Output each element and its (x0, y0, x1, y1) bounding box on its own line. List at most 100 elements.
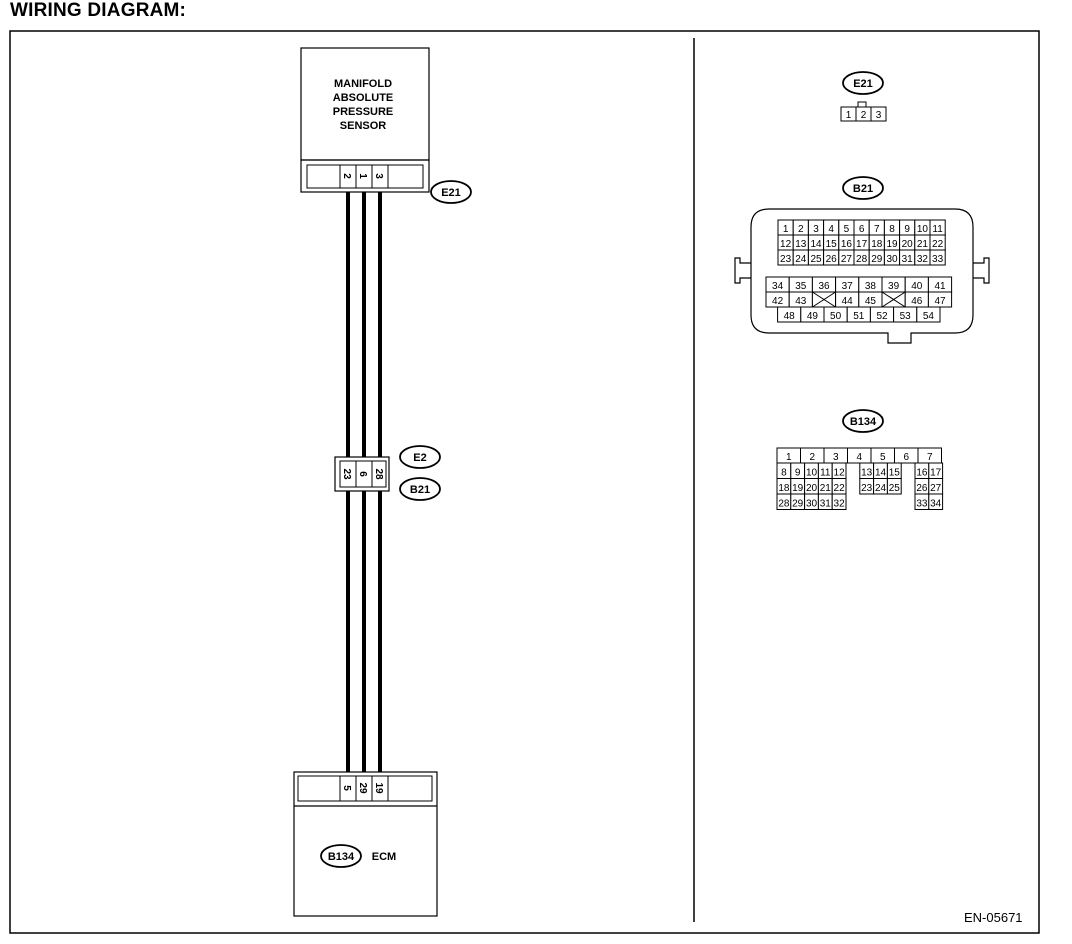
pin-number: 1 (786, 452, 792, 463)
pin-number: 28 (778, 499, 790, 510)
ecm-connector-label: B134 (328, 851, 355, 863)
joint-connector: 23 6 28 (334, 456, 390, 492)
blocked-cavity-mark (812, 291, 836, 308)
pin-number: 14 (875, 468, 887, 479)
pin-number: 37 (842, 281, 854, 292)
b21-pin-cell (929, 249, 946, 266)
pin-number: 48 (784, 311, 796, 322)
pin-number: 18 (778, 483, 790, 494)
pin-number: 15 (889, 468, 901, 479)
b134-view-label: B134 (850, 416, 877, 428)
e21-pin-cell (870, 106, 887, 122)
pin-number: 52 (876, 311, 888, 322)
pin-number: 14 (810, 239, 822, 250)
pin-number: 23 (861, 483, 873, 494)
pin-number: 22 (932, 239, 944, 250)
pin-number: 2 (798, 224, 804, 235)
pin-number: 23 (780, 254, 792, 265)
sensor-pin-1: 2 (341, 173, 352, 179)
pin-number: 9 (904, 224, 910, 235)
pin-number: 35 (795, 281, 807, 292)
ecm-label: ECM (372, 851, 396, 863)
pin-number: 13 (795, 239, 807, 250)
sensor-name-line-1: MANIFOLD (334, 78, 392, 90)
joint-pin-1: 23 (341, 468, 352, 480)
pin-number: 38 (865, 281, 877, 292)
pin-number: 12 (780, 239, 792, 250)
pin-number: 15 (826, 239, 838, 250)
pin-number: 31 (820, 499, 832, 510)
pin-number: 21 (820, 483, 832, 494)
ecm-pin-3: 19 (373, 782, 384, 794)
pin-number: 2 (809, 452, 815, 463)
pin-number: 21 (917, 239, 929, 250)
pin-number: 36 (818, 281, 830, 292)
pin-number: 17 (856, 239, 868, 250)
pin-number: 4 (828, 224, 834, 235)
pin-number: 7 (927, 452, 933, 463)
pin-number: 5 (880, 452, 886, 463)
pin-number: 41 (934, 281, 946, 292)
pin-number: 25 (889, 483, 901, 494)
pin-number: 29 (871, 254, 883, 265)
b21-view-label: B21 (853, 183, 873, 195)
pin-number: 31 (902, 254, 914, 265)
pin-number: 30 (886, 254, 898, 265)
pin-number: 13 (861, 468, 873, 479)
pin-number: 11 (932, 224, 943, 235)
sensor-pin-3: 3 (373, 173, 384, 179)
b134-pin-cell (928, 493, 944, 510)
pin-number: 1 (846, 110, 852, 121)
diagram-frame (9, 30, 1040, 934)
b21-pin-cell (916, 306, 941, 323)
pin-number: 2 (861, 110, 867, 121)
pin-number: 51 (853, 311, 865, 322)
pin-number: 5 (844, 224, 850, 235)
pin-number: 20 (806, 483, 818, 494)
b134-pin-cell (831, 493, 847, 510)
map-sensor: MANIFOLD ABSOLUTE PRESSURE SENSOR 2 1 3 (300, 47, 430, 193)
sensor-connector-label: E21 (441, 187, 461, 199)
pin-number: 33 (932, 254, 944, 265)
pin-number: 26 (916, 483, 928, 494)
pin-number: 30 (806, 499, 818, 510)
pin-number: 54 (923, 311, 935, 322)
pin-number: 16 (916, 468, 928, 479)
ecm-unit: 5 29 19 B134 ECM (293, 771, 438, 917)
pin-number: 7 (874, 224, 880, 235)
pin-number: 3 (813, 224, 819, 235)
pin-number: 1 (783, 224, 789, 235)
sensor-connector-tag: E21 (430, 180, 472, 204)
b134-pin-cell (886, 478, 902, 495)
pin-number: 44 (842, 296, 854, 307)
pin-number: 32 (917, 254, 929, 265)
joint-pin-3: 28 (373, 468, 384, 480)
pin-number: 11 (820, 468, 831, 479)
joint-pin-2: 6 (357, 471, 368, 477)
pin-number: 32 (834, 499, 846, 510)
pin-number: 12 (834, 468, 846, 479)
pin-number: 33 (916, 499, 928, 510)
pin-number: 10 (917, 224, 929, 235)
pin-number: 27 (841, 254, 853, 265)
pin-number: 42 (772, 296, 784, 307)
pin-number: 3 (833, 452, 839, 463)
pin-number: 8 (889, 224, 895, 235)
pin-number: 28 (856, 254, 868, 265)
pin-number: 39 (888, 281, 900, 292)
pin-number: 47 (934, 296, 946, 307)
svg-text:E2: E2 (413, 452, 426, 464)
pin-number: 26 (826, 254, 838, 265)
pin-number: 4 (856, 452, 862, 463)
sensor-name-line-4: SENSOR (340, 120, 387, 132)
ecm-pin-2: 29 (357, 782, 368, 794)
pin-number: 3 (876, 110, 882, 121)
pin-number: 8 (781, 468, 787, 479)
ecm-pin-1: 5 (341, 785, 352, 791)
pin-number: 19 (792, 483, 804, 494)
pin-number: 45 (865, 296, 877, 307)
pin-number: 24 (875, 483, 887, 494)
sensor-name-line-2: ABSOLUTE (333, 92, 394, 104)
